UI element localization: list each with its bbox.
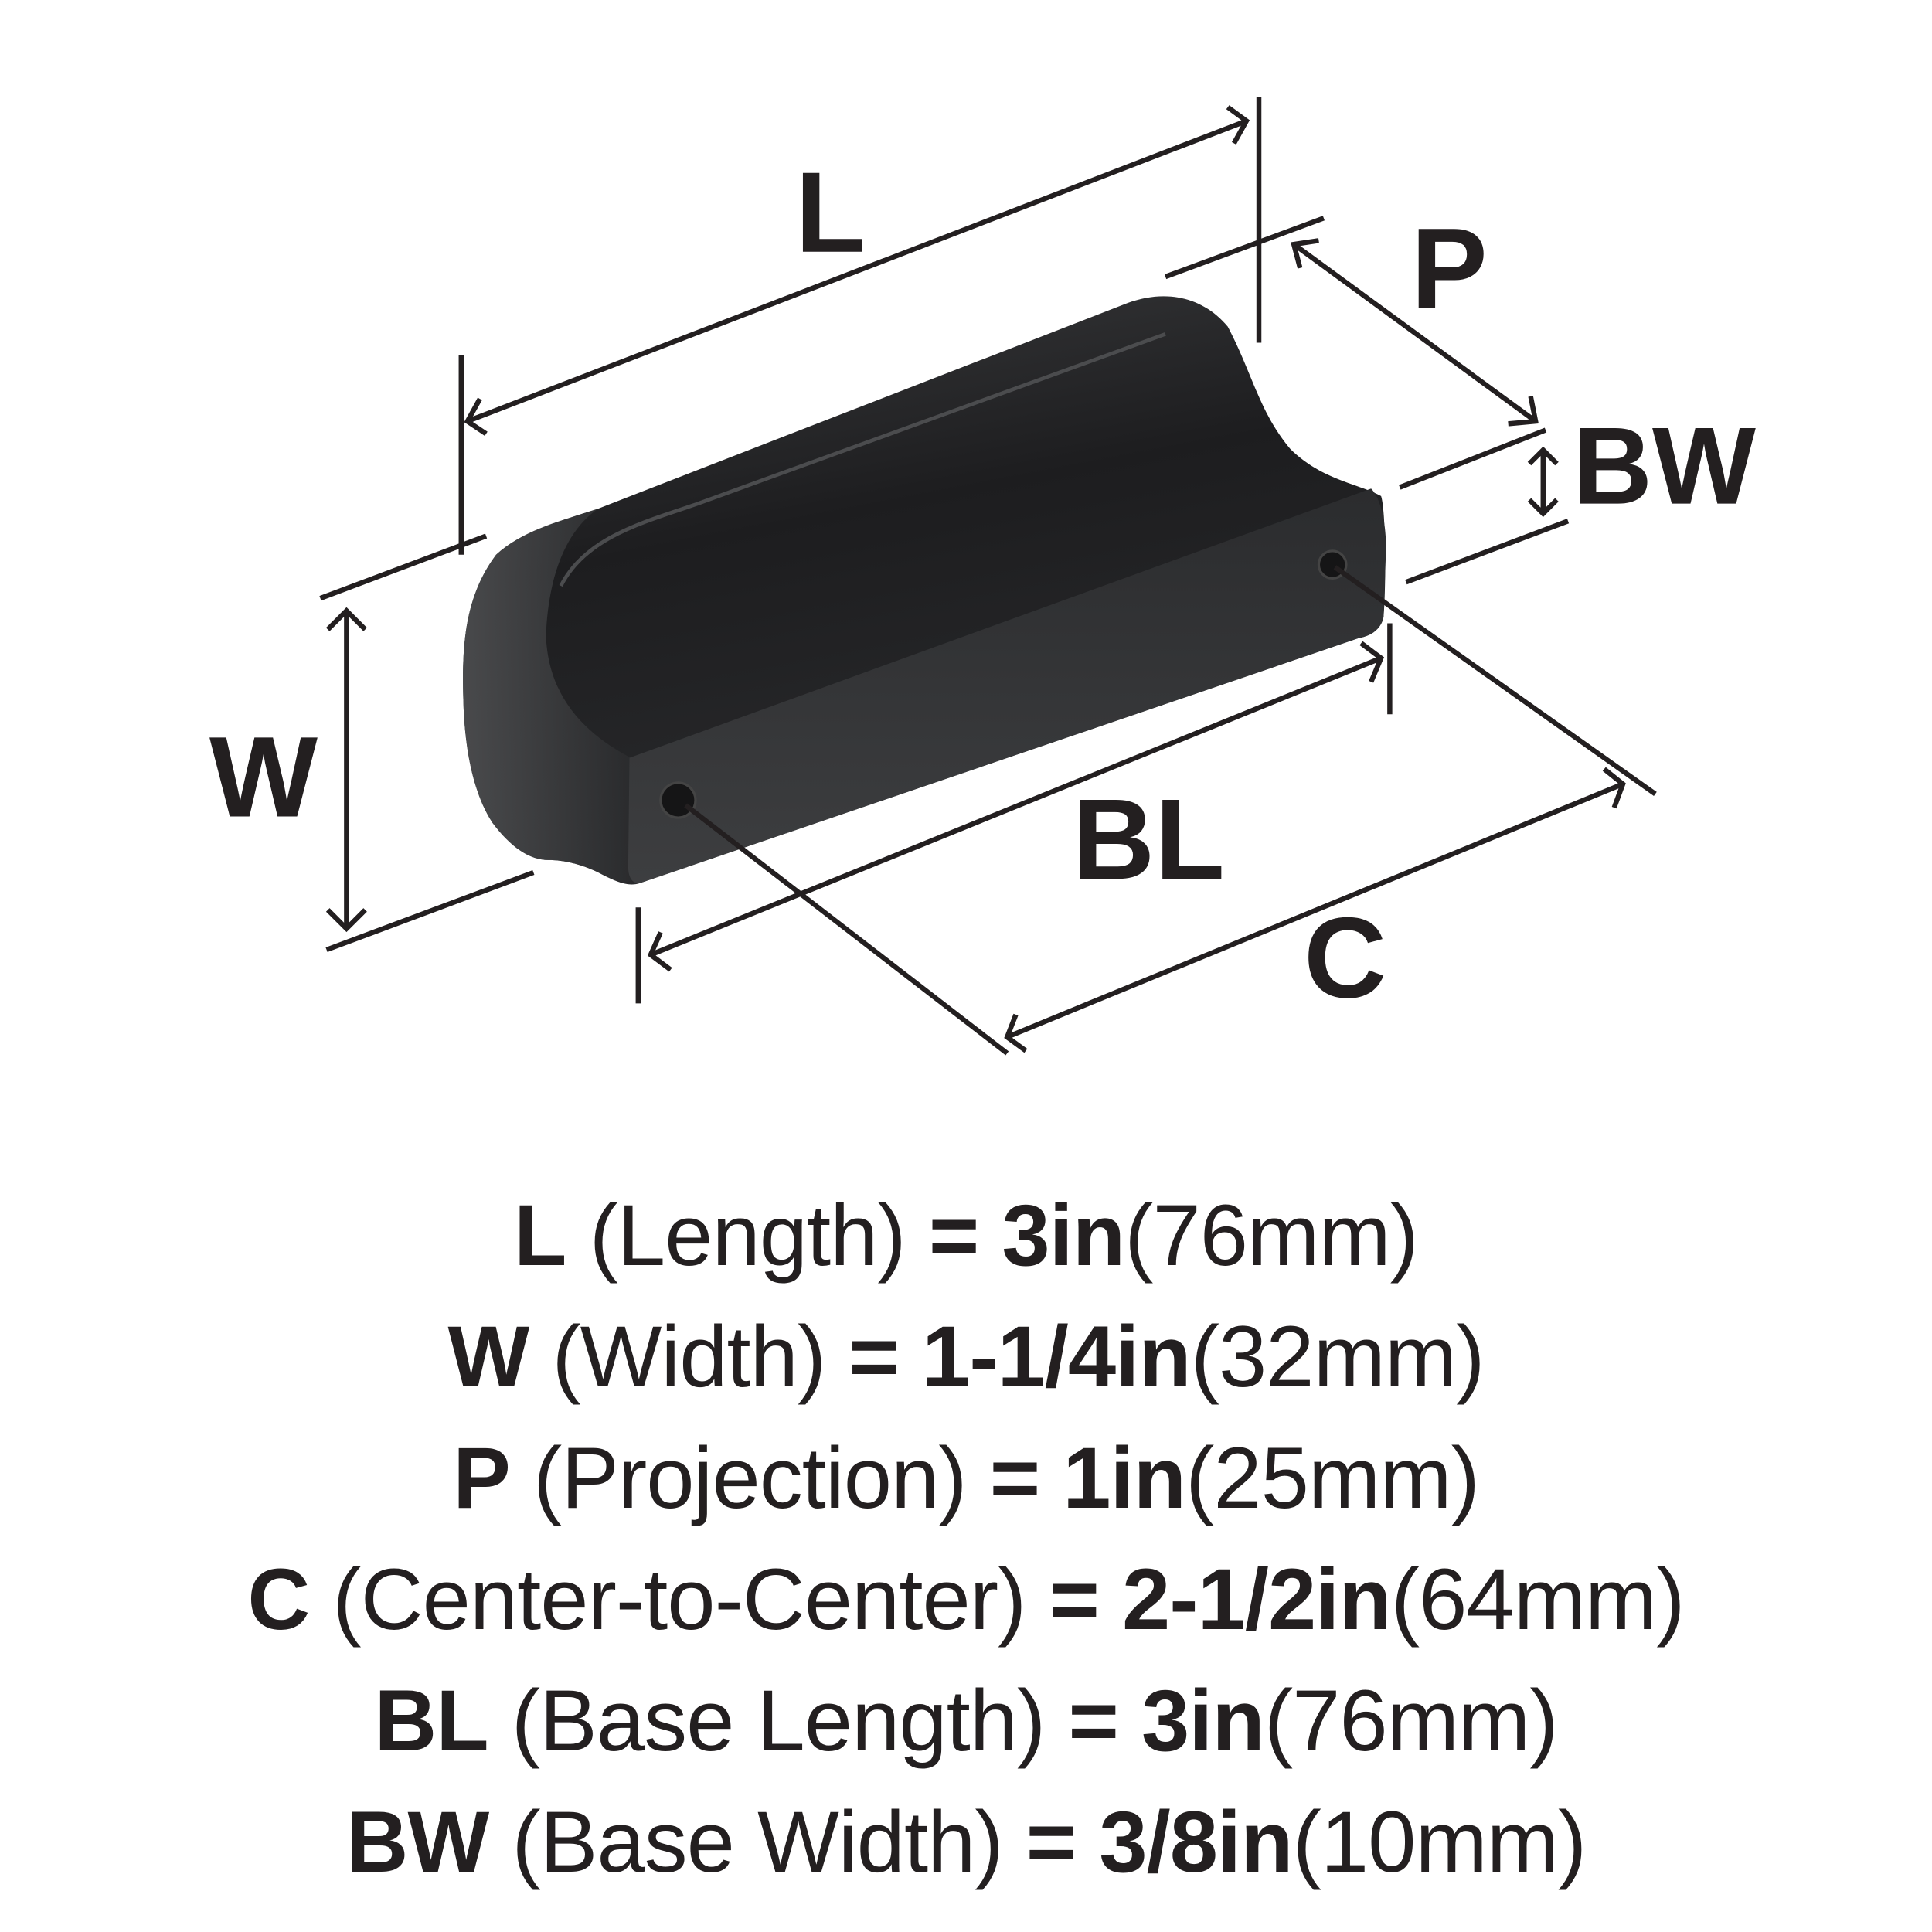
spec-length: L (Length) = 3in(76mm) (0, 1175, 1932, 1296)
spec-equals: = (1068, 1672, 1118, 1769)
base-length-dimension: BL (635, 623, 1393, 1004)
spec-metric: (76mm) (1264, 1672, 1559, 1769)
base-width-dimension: BW (1399, 406, 1756, 585)
spec-metric: (25mm) (1185, 1430, 1480, 1526)
spec-imperial: 1-1/4in (921, 1308, 1192, 1405)
spec-equals: = (1026, 1794, 1077, 1890)
spec-code: W (447, 1308, 530, 1405)
label-BL: BL (1072, 776, 1225, 903)
spec-name: (Base Length) (511, 1672, 1046, 1769)
pull-end-face (463, 509, 636, 882)
spec-name: (Center-to-Center) (332, 1551, 1026, 1648)
spec-imperial: 1in (1063, 1430, 1186, 1526)
spec-width: W (Width) = 1-1/4in(32mm) (0, 1296, 1932, 1417)
spec-code: BL (374, 1672, 488, 1769)
projection-extension-line (1164, 216, 1325, 280)
center-to-center-dimension: C (684, 565, 1657, 1056)
projection-dimension: P (1291, 205, 1539, 427)
specifications-list: L (Length) = 3in(76mm) W (Width) = 1-1/4… (0, 1175, 1932, 1903)
spec-imperial: 3/8in (1099, 1794, 1293, 1890)
label-C: C (1304, 894, 1386, 1022)
spec-name: (Projection) (532, 1430, 968, 1526)
spec-metric: (76mm) (1124, 1187, 1419, 1284)
spec-imperial: 3in (1141, 1672, 1265, 1769)
label-W: W (209, 713, 318, 841)
spec-name: (Width) (552, 1308, 826, 1405)
spec-code: P (453, 1430, 511, 1526)
pull-ridge-highlight (559, 332, 1166, 587)
spec-equals: = (1049, 1551, 1099, 1648)
spec-imperial: 3in (1002, 1187, 1125, 1284)
spec-imperial: 2-1/2in (1122, 1551, 1392, 1648)
spec-code: L (514, 1187, 566, 1284)
length-dimension: L (458, 97, 1262, 555)
label-P: P (1411, 205, 1488, 332)
spec-base-width: BW (Base Width) = 3/8in(10mm) (0, 1781, 1932, 1903)
spec-code: BW (345, 1794, 490, 1890)
spec-name: (Base Width) (512, 1794, 1003, 1890)
spec-base-length: BL (Base Length) = 3in(76mm) (0, 1660, 1932, 1781)
spec-metric: (10mm) (1292, 1794, 1587, 1890)
spec-center-to-center: C (Center-to-Center) = 2-1/2in(64mm) (0, 1539, 1932, 1660)
spec-projection: P (Projection) = 1in(25mm) (0, 1417, 1932, 1539)
spec-metric: (64mm) (1390, 1551, 1685, 1648)
spec-metric: (32mm) (1190, 1308, 1485, 1405)
spec-equals: = (928, 1187, 979, 1284)
label-L: L (795, 149, 866, 277)
spec-equals: = (849, 1308, 899, 1405)
mounting-hole-left (659, 781, 697, 819)
spec-code: C (247, 1551, 310, 1648)
width-dimension: W (209, 533, 535, 953)
pull-base-face (628, 488, 1386, 883)
label-BW: BW (1573, 406, 1755, 528)
spec-equals: = (989, 1430, 1040, 1526)
cup-pull-product-image (463, 296, 1386, 885)
spec-name: (Length) (589, 1187, 906, 1284)
